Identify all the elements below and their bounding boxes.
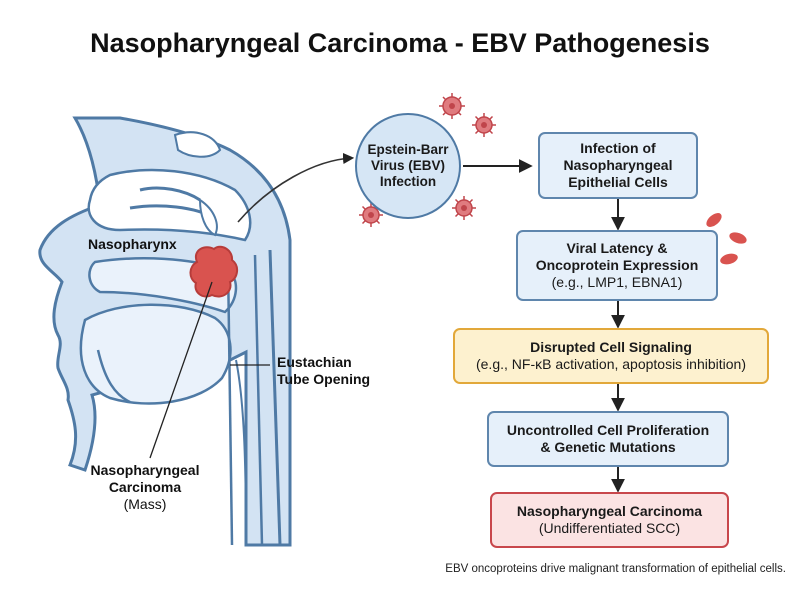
oncoprotein-icon <box>706 213 747 265</box>
carcinoma-leader <box>149 281 213 459</box>
label-eustachian-tube: Eustachian Tube Opening <box>277 354 370 388</box>
tongue <box>79 303 232 405</box>
nasal-turbinate <box>139 186 201 202</box>
step1-line3: Epithelial Cells <box>568 173 668 190</box>
step-viral-latency: Viral Latency & Oncoprotein Expression (… <box>516 230 718 301</box>
label-eustachian-line1: Eustachian <box>277 354 352 370</box>
step1-line2: Nasopharyngeal <box>563 157 673 174</box>
step5-detail: (Undifferentiated SCC) <box>538 520 681 536</box>
label-carcinoma-line3: (Mass) <box>123 495 167 512</box>
pharynx <box>226 261 234 546</box>
step4-line1: Uncontrolled Cell Proliferation <box>506 422 710 439</box>
label-eustachian-line2: Tube Opening <box>277 370 371 387</box>
tumor-mass <box>189 245 238 298</box>
sinus <box>173 131 222 158</box>
ebv-infection-node: Epstein-Barr Virus (EBV) Infection <box>355 113 461 219</box>
pharynx <box>253 254 264 546</box>
step4-line2: & Genetic Mutations <box>540 439 676 455</box>
label-carcinoma-mass: Nasopharyngeal Carcinoma (Mass) <box>50 462 240 512</box>
step2-line2: Oncoprotein Expression <box>535 257 699 274</box>
step3-line1: Disrupted Cell Signaling <box>530 339 692 356</box>
step-nasopharyngeal-carcinoma: Nasopharyngeal Carcinoma (Undifferentiat… <box>490 492 729 548</box>
virus-particle-icon <box>439 93 465 119</box>
ebv-line2: Virus (EBV) <box>370 157 446 173</box>
label-carcinoma-line1: Nasopharyngeal <box>90 462 200 478</box>
arrow-to-virus <box>237 152 355 223</box>
step-uncontrolled-proliferation: Uncontrolled Cell Proliferation & Geneti… <box>487 411 729 467</box>
ebv-line1: Epstein-Barr <box>367 141 449 157</box>
step5-line1: Nasopharyngeal Carcinoma <box>516 503 703 520</box>
eustachian-tube <box>235 359 247 546</box>
step2-detail: (e.g., LMP1, EBNA1) <box>551 273 683 290</box>
step1-line1: Infection of <box>580 140 656 157</box>
page-title: Nasopharyngeal Carcinoma - EBV Pathogene… <box>90 28 710 58</box>
virus-particle-icon <box>472 113 496 137</box>
virus-particle-icon <box>452 196 476 220</box>
step2-line1: Viral Latency & <box>566 240 668 257</box>
skull-base <box>198 198 218 237</box>
label-nasopharynx: Nasopharynx <box>88 236 177 252</box>
spine <box>268 249 282 546</box>
ebv-line3: Infection <box>379 174 437 190</box>
label-carcinoma-line2: Carcinoma <box>108 478 182 495</box>
figure-caption: EBV oncoproteins drive malignant transfo… <box>445 563 786 575</box>
mandible <box>96 349 131 404</box>
step-infection-epithelial: Infection of Nasopharyngeal Epithelial C… <box>538 132 698 199</box>
step-disrupted-signaling: Disrupted Cell Signaling (e.g., NF-κB ac… <box>453 328 769 384</box>
step3-detail: (e.g., NF-κB activation, apoptosis inhib… <box>475 356 746 372</box>
